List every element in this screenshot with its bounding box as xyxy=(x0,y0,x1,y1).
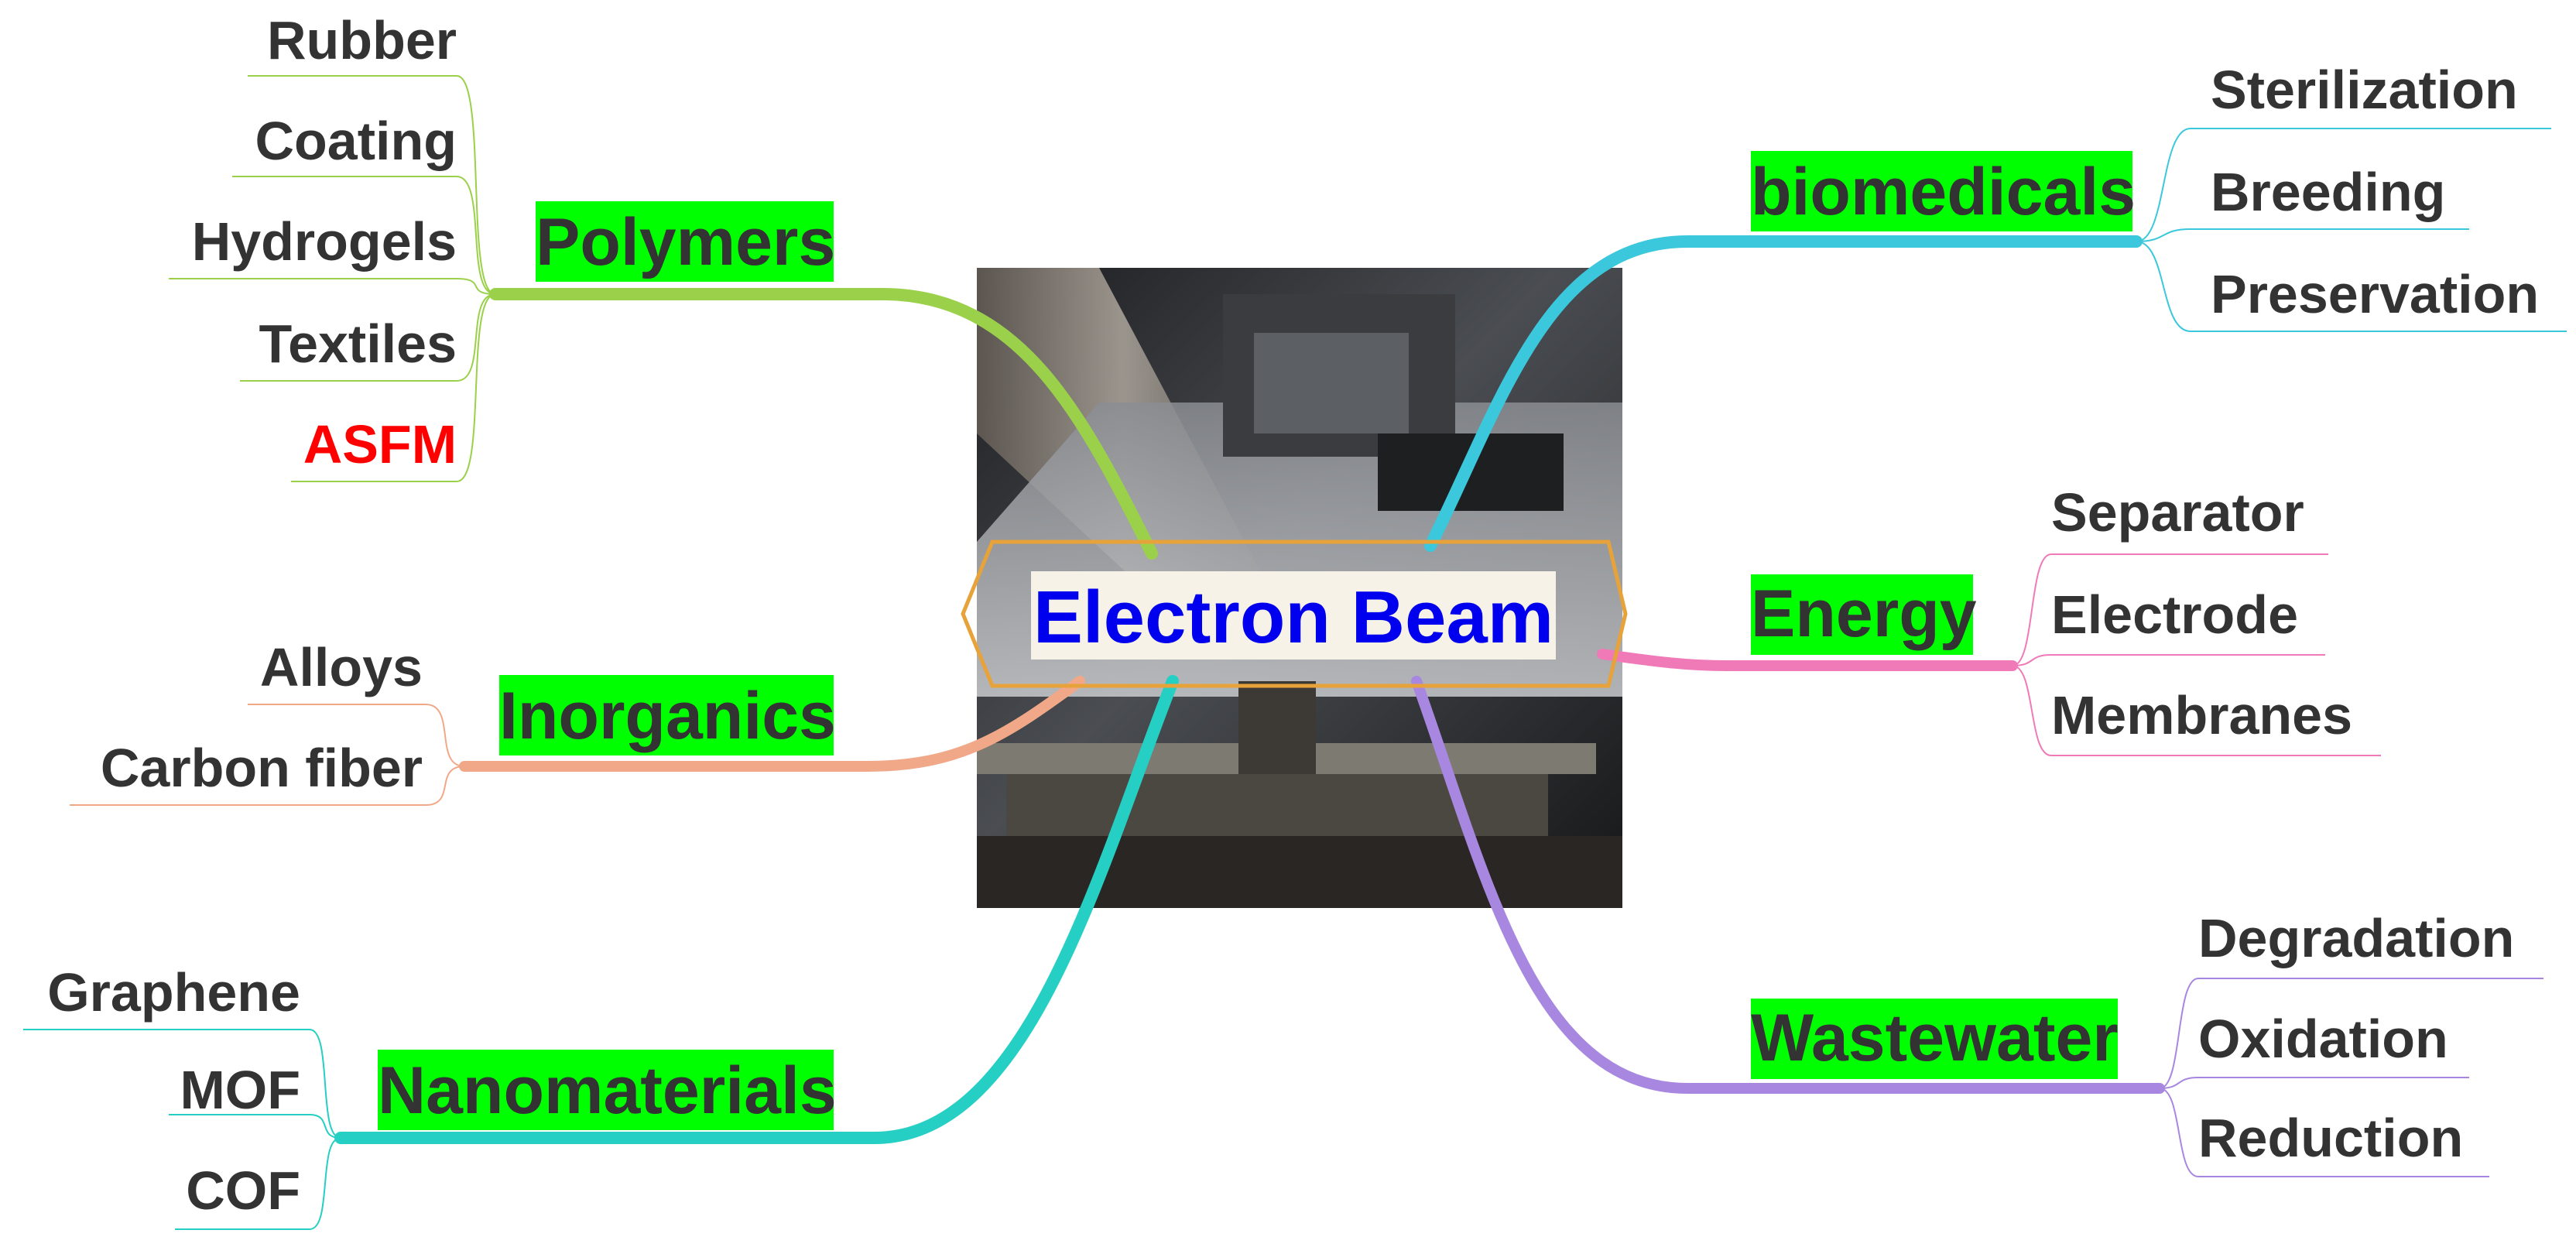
leaf-textiles: Textiles xyxy=(259,314,457,374)
branch-nanomaterials: Nanomaterials xyxy=(378,1054,837,1128)
leaf-electrode: Electrode xyxy=(2051,584,2298,645)
leaf-breeding: Breeding xyxy=(2211,162,2445,222)
leaf-separator: Separator xyxy=(2051,482,2304,543)
leaf-carbon-fiber: Carbon fiber xyxy=(101,738,423,798)
center-frame xyxy=(961,540,1628,688)
leaf-rubber: Rubber xyxy=(267,10,457,70)
connector-biomedicals xyxy=(1424,235,2143,552)
leaf-oxidation: Oxidation xyxy=(2198,1009,2448,1069)
leaf-hydrogels: Hydrogels xyxy=(192,211,457,272)
biomedicals-leaf-connectors xyxy=(2136,128,2567,332)
leaf-preservation: Preservation xyxy=(2211,264,2539,324)
polymers-highlight xyxy=(536,201,834,282)
center-label: Electron Beam xyxy=(1033,576,1553,659)
leaf-mof: MOF xyxy=(180,1060,300,1120)
connector-energy xyxy=(1597,649,2018,671)
leaf-degradation: Degradation xyxy=(2198,908,2514,968)
wastewater-leaf-connectors xyxy=(2159,978,2543,1177)
leaf-graphene: Graphene xyxy=(47,962,300,1023)
leaf-membranes: Membranes xyxy=(2051,685,2352,745)
nanomaterials-highlight xyxy=(378,1050,834,1130)
branch-energy: Energy xyxy=(1751,577,1977,651)
leaf-alloys: Alloys xyxy=(260,637,423,697)
leaf-asfm: ASFM xyxy=(303,414,457,475)
energy-highlight xyxy=(1751,574,1973,655)
polymers-leaf-connectors xyxy=(169,75,496,482)
inorganics-highlight xyxy=(499,675,834,755)
branch-inorganics: Inorganics xyxy=(499,679,836,753)
energy-leaf-connectors xyxy=(2012,553,2381,756)
leaf-coating: Coating xyxy=(255,111,457,171)
center-label-background xyxy=(1031,571,1556,660)
leaf-reduction: Reduction xyxy=(2198,1108,2463,1168)
connector-nanomaterials xyxy=(334,675,1179,1144)
nanomaterials-leaf-connectors xyxy=(23,1029,341,1230)
biomedicals-highlight xyxy=(1751,151,2132,231)
connector-inorganics xyxy=(459,676,1085,772)
leaf-sterilization: Sterilization xyxy=(2211,60,2518,120)
leaf-cof: COF xyxy=(186,1160,300,1221)
wastewater-highlight xyxy=(1751,999,2118,1079)
connector-wastewater xyxy=(1411,676,2165,1094)
branch-biomedicals: biomedicals xyxy=(1751,155,2136,229)
branch-polymers: Polymers xyxy=(536,205,835,279)
connector-polymers xyxy=(489,288,1158,560)
branch-wastewater: Wastewater xyxy=(1751,1001,2119,1075)
inorganics-leaf-connectors xyxy=(70,704,465,806)
